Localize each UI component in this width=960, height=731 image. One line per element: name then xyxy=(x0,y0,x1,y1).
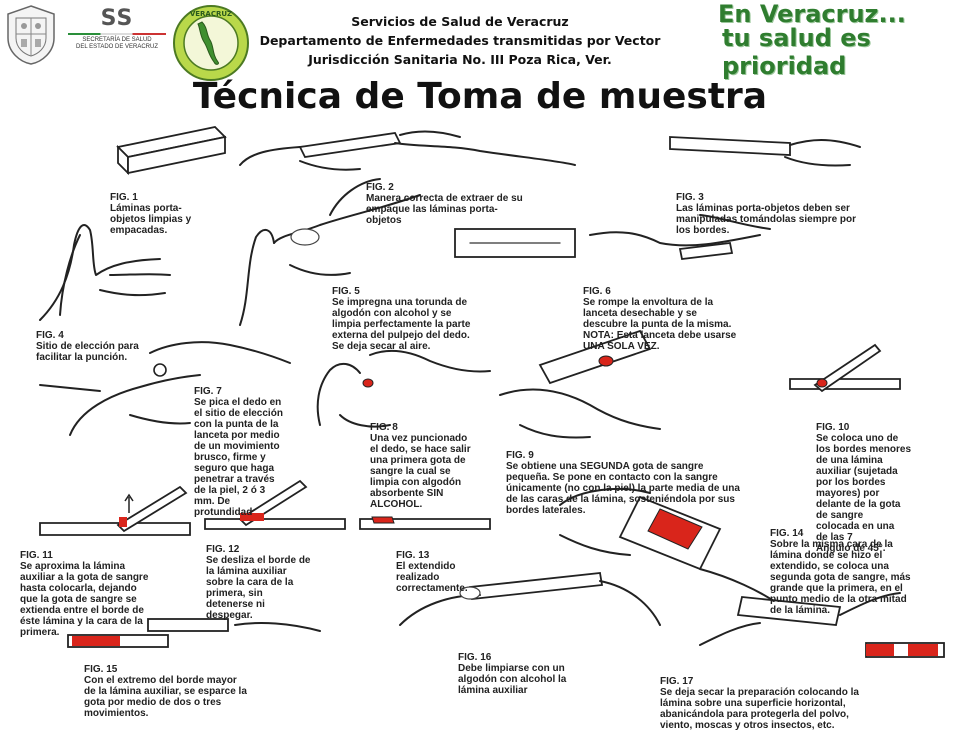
fig16-label: FIG. 16 xyxy=(458,652,566,663)
institution-line-1: Servicios de Salud de Veracruz xyxy=(240,12,680,31)
header: SS SECRETARÍA DE SALUD DEL ESTADO DE VER… xyxy=(0,0,960,125)
fig11-text: Se aproxima la lámina auxiliar a la gota… xyxy=(20,561,148,638)
slogan-line-2: tu salud es prioridad xyxy=(722,24,958,80)
fig1-slide-box-illustration xyxy=(118,127,225,173)
fig12-text: Se desliza el borde de la lámina auxilia… xyxy=(206,555,310,621)
slogan: En Veracruz... tu salud es prioridad xyxy=(718,0,958,80)
fig16-text: Debe limpiarse con un algodón con alcoho… xyxy=(458,663,566,696)
fig4-label: FIG. 4 xyxy=(36,330,139,341)
ss-line2: DEL ESTADO DE VERACRUZ xyxy=(62,44,172,51)
fig3-text: Las láminas porta-objetos deben ser mani… xyxy=(676,203,856,236)
fig12-label: FIG. 12 xyxy=(206,544,310,555)
fig3-hand-illustration xyxy=(670,137,860,166)
ss-logo: SS SECRETARÍA DE SALUD DEL ESTADO DE VER… xyxy=(62,6,172,66)
fig5-label: FIG. 5 xyxy=(332,286,470,297)
fig11-label: FIG. 11 xyxy=(20,550,148,561)
fig9-text: Se obtiene una SEGUNDA gota de sangre pe… xyxy=(506,461,740,516)
institution-block: Servicios de Salud de Veracruz Departame… xyxy=(240,12,680,69)
fig8-label: FIG. 8 xyxy=(370,422,471,433)
fig15-text: Con el extremo del borde mayor de la lám… xyxy=(84,675,247,719)
fig4-hand-illustration xyxy=(40,225,170,320)
ss-acronym: SS xyxy=(62,6,172,31)
fig17-text: Se deja secar la preparación colocando l… xyxy=(660,687,859,731)
fig7-label: FIG. 7 xyxy=(194,386,283,397)
fig2-hands-illustration xyxy=(240,131,575,169)
fig1-label: FIG. 1 xyxy=(110,192,191,203)
ss-color-bar xyxy=(68,33,166,35)
fig3-label: FIG. 3 xyxy=(676,192,856,203)
fig2-text: Manera correcta de extraer de su empaque… xyxy=(366,193,523,226)
veracruz-round-logo-icon: VERACRUZ xyxy=(172,4,250,82)
fig10-label: FIG. 10 xyxy=(816,422,911,433)
fig7-text: Se pica el dedo en el sitio de elección … xyxy=(194,397,283,518)
ss-line1: SECRETARÍA DE SALUD xyxy=(62,37,172,44)
fig10-slides-illustration xyxy=(790,345,900,391)
fig4-text: Sitio de elección para facilitar la punc… xyxy=(36,341,139,363)
state-seal-icon xyxy=(4,4,58,66)
institution-line-2: Departamento de Enfermedades transmitida… xyxy=(240,31,680,50)
fig13-label: FIG. 13 xyxy=(396,550,468,561)
fig6-text: Se rompe la envoltura de la lanceta dese… xyxy=(583,297,736,352)
fig2-label: FIG. 2 xyxy=(366,182,523,193)
fig15-label: FIG. 15 xyxy=(84,664,247,675)
fig9-label: FIG. 9 xyxy=(506,450,740,461)
fig14-label: FIG. 14 xyxy=(770,528,911,539)
svg-text:VERACRUZ: VERACRUZ xyxy=(190,10,232,18)
fig13-slide-illustration xyxy=(360,517,490,529)
fig13-text: El extendido realizado correctamente. xyxy=(396,561,468,594)
fig14-text: Sobre la misma cara de la lámina donde s… xyxy=(770,539,911,616)
fig8-text: Una vez puncionado el dedo, se hace sali… xyxy=(370,433,471,510)
fig6-label: FIG. 6 xyxy=(583,286,736,297)
institution-line-3: Jurisdicción Sanitaria No. III Poza Rica… xyxy=(240,50,680,69)
page-title: Técnica de Toma de muestra xyxy=(0,76,960,117)
fig17-label: FIG. 17 xyxy=(660,676,859,687)
fig11-slides-illustration xyxy=(40,487,190,535)
fig5-text: Se impregna una torunda de algodón con a… xyxy=(332,297,470,352)
fig1-text: Láminas porta- objetos limpias y empacad… xyxy=(110,203,191,236)
